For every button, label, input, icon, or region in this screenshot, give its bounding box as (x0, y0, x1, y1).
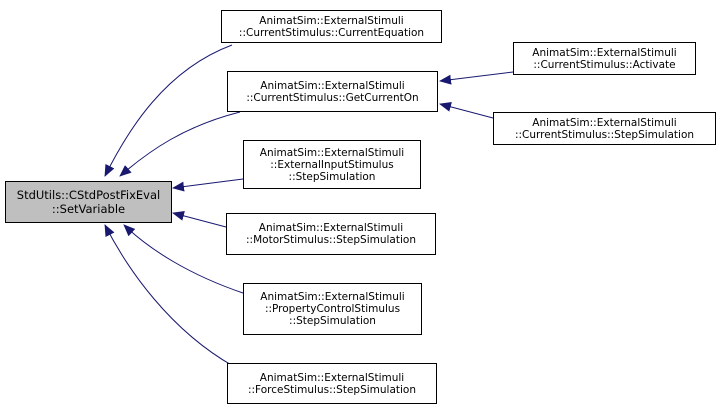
edge-motor-step-to-root (172, 210, 227, 228)
node-line: ::SetVariable (51, 202, 126, 216)
node-line: ::ExternalInputStimulus (270, 158, 394, 171)
node-external-input-stimulus[interactable]: AnimatSim::ExternalStimuli ::ExternalInp… (243, 140, 421, 189)
node-line: AnimatSim::ExternalStimuli (259, 14, 404, 27)
edge-external-input-to-root (172, 178, 244, 192)
node-line: ::PropertyControlStimulus (264, 303, 401, 315)
node-line: AnimatSim::ExternalStimuli (259, 371, 405, 384)
node-line: ::StepSimulation (289, 315, 376, 327)
node-line: AnimatSim::ExternalStimuli (532, 46, 677, 59)
edge-activate-to-get-current-on (439, 71, 514, 85)
edge-force-step-to-root (104, 224, 234, 367)
node-line: ::CurrentStimulus::StepSimulation (514, 128, 695, 141)
node-line: AnimatSim::ExternalStimuli (259, 146, 405, 159)
node-line: StdUtils::CStdPostFixEval (16, 188, 161, 202)
node-line: ::ForceStimulus::StepSimulation (247, 383, 417, 396)
node-line: AnimatSim::ExternalStimuli (532, 116, 677, 129)
node-line: ::CurrentStimulus::Activate (533, 58, 676, 71)
edge-property-control-to-root (123, 224, 244, 294)
node-current-equation[interactable]: AnimatSim::ExternalStimuli ::CurrentStim… (221, 10, 442, 43)
edge-get-current-on-to-root (119, 111, 241, 177)
node-line: ::StepSimulation (288, 170, 376, 183)
node-line: ::CurrentStimulus::GetCurrentOn (246, 91, 419, 104)
node-line: ::CurrentStimulus::CurrentEquation (238, 26, 425, 39)
node-motor-step-simulation[interactable]: AnimatSim::ExternalStimuli ::MotorStimul… (226, 213, 436, 255)
node-current-step-simulation[interactable]: AnimatSim::ExternalStimuli ::CurrentStim… (493, 112, 716, 145)
node-line: AnimatSim::ExternalStimuli (258, 222, 404, 234)
node-force-step-simulation[interactable]: AnimatSim::ExternalStimuli ::ForceStimul… (227, 363, 437, 404)
node-line: AnimatSim::ExternalStimuli (260, 291, 405, 303)
node-get-current-on[interactable]: AnimatSim::ExternalStimuli ::CurrentStim… (227, 71, 438, 112)
node-line: AnimatSim::ExternalStimuli (260, 79, 405, 92)
edge-current-step-to-get-current-on (439, 101, 494, 119)
node-cstdpostfixeval-setvariable[interactable]: StdUtils::CStdPostFixEval ::SetVariable (5, 181, 172, 223)
node-property-control-stimulus[interactable]: AnimatSim::ExternalStimuli ::PropertyCon… (243, 283, 422, 335)
edge-current-equation-to-root (104, 44, 233, 177)
node-line: ::MotorStimulus::StepSimulation (246, 234, 416, 246)
node-activate[interactable]: AnimatSim::ExternalStimuli ::CurrentStim… (513, 42, 696, 75)
